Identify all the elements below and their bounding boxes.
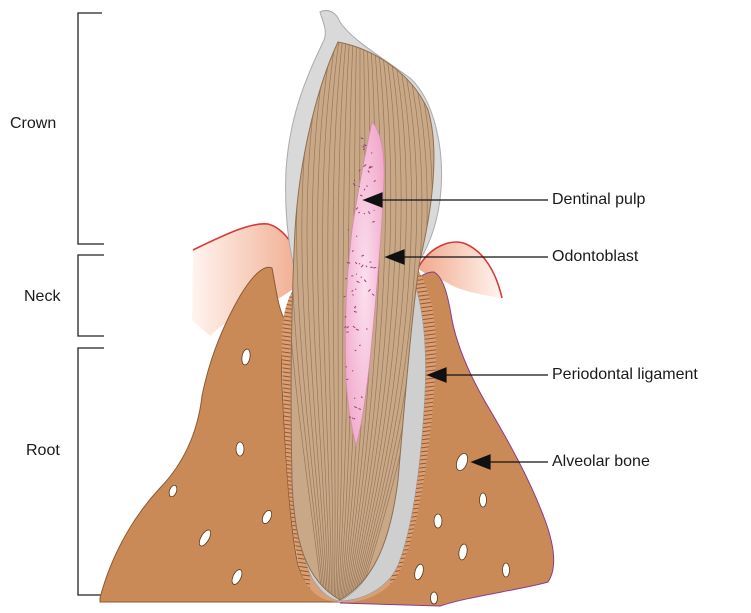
periodontal-ligament-label: Periodontal ligament [552,366,698,384]
neck-label: Neck [24,288,60,306]
root-bracket [78,348,104,595]
dentinal-pulp-label: Dentinal pulp [552,191,645,209]
root-label: Root [26,442,60,460]
alveolar-bone-label: Alveolar bone [552,453,650,471]
neck-bracket [78,255,104,336]
region-brackets [78,13,104,595]
crown-label: Crown [10,115,56,133]
pointer-periodontal-ligament [428,368,548,382]
crown-bracket [78,13,104,244]
odontoblast-label: Odontoblast [552,248,638,266]
